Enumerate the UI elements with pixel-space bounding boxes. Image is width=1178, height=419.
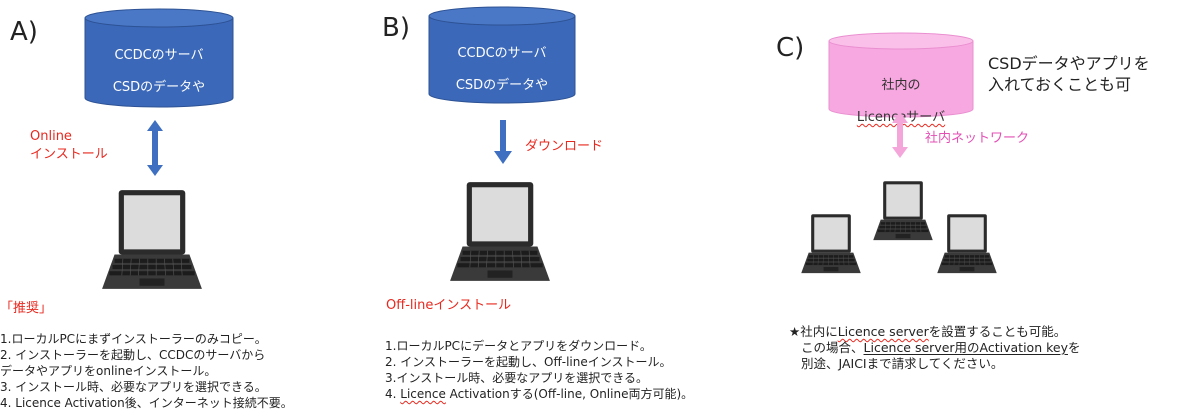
laptop-icon bbox=[872, 180, 934, 242]
laptop-icon bbox=[936, 213, 998, 275]
panel-a-notes: 1.ローカルPCにまずインストーラーのみコピー。 2. インストーラーを起動し、… bbox=[0, 331, 293, 411]
panel-c-note-2: この場合、Licence server用のActivation keyを bbox=[789, 340, 1081, 356]
server-note-line-2: 入れておくことも可 bbox=[988, 75, 1132, 94]
panel-b-note-4-prefix: 4. bbox=[385, 387, 401, 401]
ccdc-server-cylinder-a: CCDCのサーバ CSDのデータや アプリ bbox=[84, 8, 234, 127]
network-label: 社内ネットワーク bbox=[925, 131, 1030, 146]
panel-b-note-4-licence: Licence bbox=[400, 387, 446, 401]
panel-c-note-3: 別途、JAICIまで請求してください。 bbox=[801, 356, 1004, 371]
database-icon bbox=[428, 6, 576, 104]
panel-a-note-5: 4. Licence Activation後、インターネット接続不要。 bbox=[0, 396, 293, 410]
panel-c-note-2-rest: を bbox=[1067, 340, 1081, 355]
panel-c-note-1-rest: を設置することも可能。 bbox=[928, 324, 1067, 339]
panel-b-notes: 1.ローカルPCにデータとアプリをダウンロード。 2. インストーラーを起動し、… bbox=[385, 338, 693, 402]
licence-server-cylinder: 社内の Licenceサーバ bbox=[828, 32, 974, 125]
panel-b-note-1: 1.ローカルPCにデータとアプリをダウンロード。 bbox=[385, 339, 652, 353]
panel-c-note-2-prefix: この場合、 bbox=[801, 340, 864, 355]
database-icon bbox=[84, 8, 234, 108]
server-b-line-1: CCDCのサーバ bbox=[457, 46, 547, 61]
server-b-line-3: アプリ bbox=[482, 110, 522, 125]
panel-c-letter: C) bbox=[776, 33, 805, 63]
panel-c-notes: ★社内にLicence serverを設置することも可能。 この場合、Licen… bbox=[789, 324, 1081, 372]
panel-b-note-4: 4. Licence Activationする(Off-line, Online… bbox=[385, 386, 693, 402]
server-note: CSDデータやアプリを 入れておくことも可 bbox=[988, 53, 1150, 95]
online-label-line-1: Online bbox=[30, 129, 72, 144]
panel-b-letter: B) bbox=[382, 13, 410, 43]
panel-b-note-2: 2. インストーラーを起動し、Off-lineインストール。 bbox=[385, 355, 672, 369]
panel-c-licence-server: Licence server bbox=[837, 324, 929, 339]
laptop-icon bbox=[800, 213, 862, 275]
panel-c-note-1: ★社内にLicence serverを設置することも可能。 bbox=[789, 324, 1081, 340]
laptop-icon bbox=[100, 188, 204, 292]
offline-install-title: Off-lineインストール bbox=[386, 298, 512, 313]
server-a-line-2: CSDのデータや bbox=[112, 80, 206, 95]
double-arrow-icon bbox=[892, 112, 908, 158]
licence-server-line-1: 社内の bbox=[881, 78, 921, 93]
ccdc-server-cylinder-b: CCDCのサーバ CSDのデータや アプリ bbox=[428, 6, 576, 125]
panel-a-note-4: 3. インストール時、必要なアプリを選択できる。 bbox=[0, 380, 267, 394]
server-a-line-3: アプリ bbox=[139, 112, 179, 127]
server-a-line-1: CCDCのサーバ bbox=[114, 48, 204, 63]
down-arrow-icon bbox=[494, 120, 512, 164]
laptop-icon bbox=[448, 180, 552, 284]
panel-a-note-2: 2. インストーラーを起動し、CCDCのサーバから bbox=[0, 348, 266, 362]
panel-a-letter: A) bbox=[10, 17, 38, 47]
server-b-line-2: CSDのデータや bbox=[455, 78, 549, 93]
panel-a-note-3: データやアプリをonlineインストール。 bbox=[0, 364, 217, 378]
recommended-title: 「推奨」 bbox=[0, 301, 53, 316]
server-note-line-1: CSDデータやアプリを bbox=[988, 54, 1150, 73]
online-label-line-2: インストール bbox=[30, 147, 108, 162]
double-arrow-icon bbox=[147, 120, 163, 176]
panel-b-note-4-rest: Activationする(Off-line, Online両方可能)。 bbox=[445, 387, 694, 401]
online-install-label: Online インストール bbox=[30, 128, 108, 164]
database-icon bbox=[828, 32, 974, 118]
panel-c-star-text: ★社内に bbox=[789, 324, 838, 339]
download-label: ダウンロード bbox=[525, 139, 604, 154]
panel-b-note-3: 3.インストール時、必要なアプリを選択できる。 bbox=[385, 371, 648, 385]
panel-a-note-1: 1.ローカルPCにまずインストーラーのみコピー。 bbox=[0, 332, 267, 346]
panel-c-activation-key: Licence server用のActivation key bbox=[863, 340, 1068, 355]
